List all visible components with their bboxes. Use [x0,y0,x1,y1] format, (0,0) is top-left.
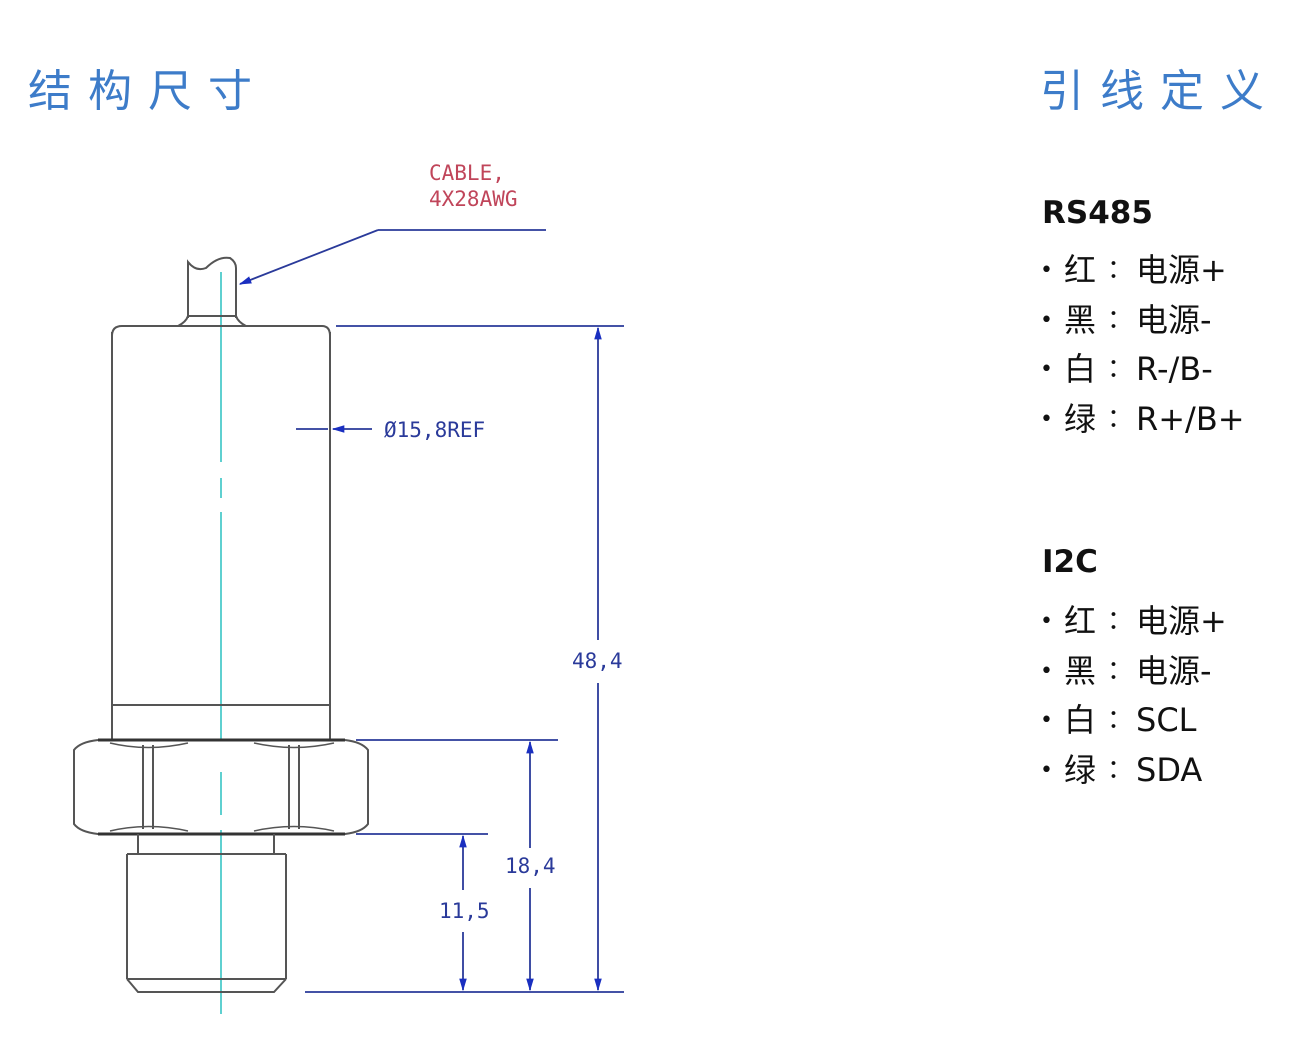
wire-item: • 绿 ： SDA [1040,746,1227,796]
bullet-icon: • [1040,757,1053,783]
wire-item: • 黑 ： 电源- [1040,296,1245,346]
rs485-group-title: RS485 [1042,195,1153,231]
wire-color: 黑 [1064,651,1097,690]
wire-color: 绿 [1064,399,1097,438]
wire-signal: SDA [1136,750,1203,789]
separator: ： [1106,403,1133,434]
wire-signal: R-/B- [1136,350,1213,388]
separator: ： [1106,705,1133,735]
wire-signal: 电源- [1136,651,1212,690]
wire-color: 黑 [1064,300,1097,339]
wire-definition-title: 引线定义 [1040,66,1280,117]
cable-outline [187,256,237,318]
bullet-icon: • [1040,609,1053,634]
bullet-icon: • [1040,357,1053,382]
drawing-canvas [66,150,634,1018]
bullet-icon: • [1040,406,1053,432]
wire-item: • 黑 ： 电源- [1040,647,1227,697]
wire-signal: 电源+ [1136,602,1227,640]
hex-nut [73,738,369,836]
dimension-drawing: CABLE, 4X28AWG Ø15,8REF 48,4 18,4 11,5 [66,150,634,1018]
wire-item: • 白 ： R-/B- [1040,345,1245,395]
wire-item: • 绿 ： R+/B+ [1040,395,1245,445]
extension-lines [305,325,624,993]
wire-color: 绿 [1064,750,1097,789]
separator: ： [1106,754,1133,785]
housing-body [111,332,331,740]
separator: ： [1106,354,1133,384]
dimension-hex-thread-label: 18,4 [505,854,556,878]
bullet-icon: • [1040,307,1053,333]
wire-color: 白 [1064,350,1097,388]
thread-fitting [126,834,287,993]
cable-boot [177,315,247,327]
housing-top-cap [111,325,331,337]
rs485-wire-list: • 红 ： 电源+ • 黑 ： 电源- • 白 ： R-/B- • 绿 ： R+… [1040,246,1245,444]
wire-item: • 红 ： 电源+ [1040,246,1245,296]
bullet-icon: • [1040,258,1053,283]
wire-signal: R+/B+ [1136,399,1245,438]
separator: ： [1106,655,1133,686]
bullet-icon: • [1040,658,1053,684]
bullet-icon: • [1040,708,1053,733]
separator: ： [1106,304,1133,335]
dimension-total-height-label: 48,4 [572,649,623,673]
cable-label-line2: 4X28AWG [429,187,518,211]
wire-signal: 电源- [1136,300,1212,339]
cable-label-line1: CABLE, [429,161,505,185]
wire-item: • 白 ： SCL [1040,696,1227,746]
wire-color: 红 [1064,602,1097,640]
wire-color: 白 [1064,701,1097,739]
cable-leader [238,229,546,285]
i2c-wire-list: • 红 ： 电源+ • 黑 ： 电源- • 白 ： SCL • 绿 ： SDA [1040,597,1227,795]
diameter-label: Ø15,8REF [384,418,485,442]
structure-dimensions-title: 结构尺寸 [28,66,268,117]
wire-item: • 红 ： 电源+ [1040,597,1227,647]
dimension-thread-label: 11,5 [439,899,490,923]
separator: ： [1106,255,1133,285]
wire-color: 红 [1064,251,1097,289]
wire-signal: SCL [1136,701,1197,739]
wire-signal: 电源+ [1136,251,1227,289]
i2c-group-title: I2C [1042,544,1098,580]
separator: ： [1106,606,1133,636]
